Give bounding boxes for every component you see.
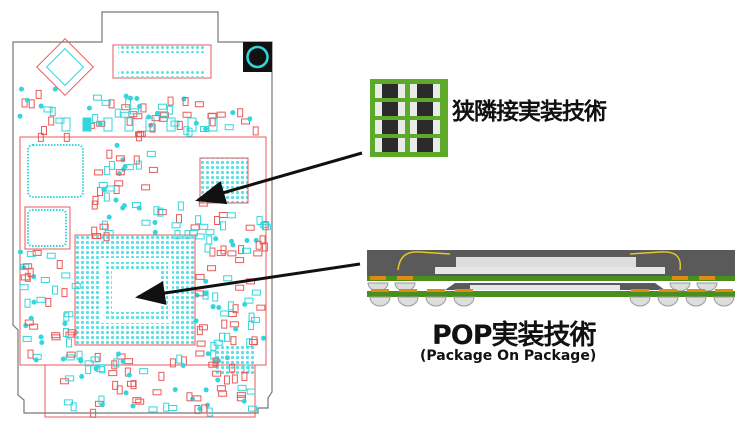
narrow-adjacency-photo <box>370 79 448 157</box>
qfn-chip-2 <box>24 206 71 250</box>
arrow-narrow-adjacency <box>195 151 363 205</box>
narrow-adjacency-label: 狭隣接実装技術 <box>452 99 607 125</box>
pop-title: POP実装技術 <box>432 320 597 351</box>
smd-components <box>17 86 271 418</box>
arrow-pop <box>135 262 361 305</box>
qfn-chip-1 <box>27 144 84 198</box>
pcb-layout <box>12 11 273 418</box>
pop-cross-section <box>367 250 735 307</box>
pop-subtitle: (Package On Package) <box>420 348 597 364</box>
